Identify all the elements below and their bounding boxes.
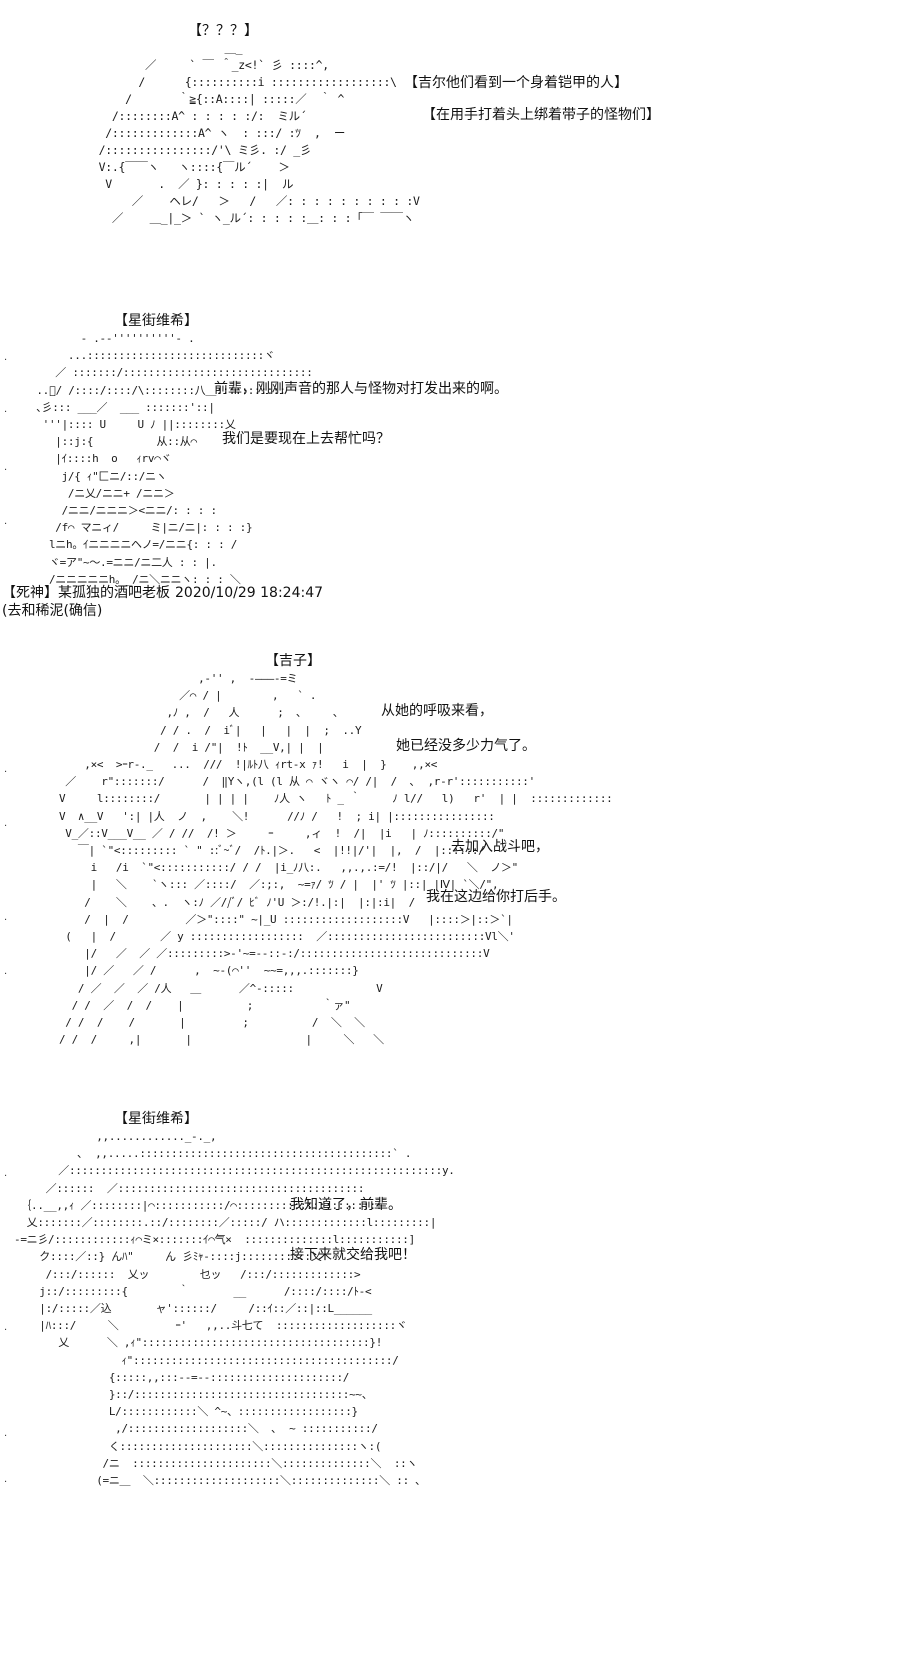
speaker-name-tag: 【星街维希】 (114, 313, 198, 329)
ascii-art-armored-figure: ＿_ ／ ` ￣ ＾_z<!` 彡 ::::^, / {::::::::::i … (98, 41, 420, 225)
margin-dot: . (4, 1428, 8, 1439)
speaker-name-tag: 【吉子】 (265, 653, 321, 669)
margin-dot: . (4, 912, 8, 923)
margin-dot: . (4, 462, 8, 473)
dialogue-line: 前辈，刚刚声音的那人与怪物对打发出来的啊。 (214, 381, 508, 397)
scene-4: 【星街维希】 ,,............_-._, ､ ,,.....::::… (0, 1100, 911, 1520)
margin-dot: . (4, 1322, 8, 1333)
margin-dot: . (4, 1474, 8, 1485)
scene-2: 【星街维希】 - .--''''''''''- . ...:::::::::::… (0, 300, 911, 590)
narration-caption: 【在用手打着头上绑着带子的怪物们】 (422, 107, 660, 123)
margin-dot: . (4, 764, 8, 775)
dialogue-line: 去加入战斗吧， (451, 839, 549, 855)
margin-dot: . (4, 352, 8, 363)
dialogue-line: 我知道了，前辈。 (290, 1197, 402, 1213)
margin-dot: . (4, 966, 8, 977)
speaker-name-tag: 【星街维希】 (114, 1111, 198, 1127)
margin-dot: . (4, 1168, 8, 1179)
dialogue-line: 我在这边给你打后手。 (426, 889, 566, 905)
post-author: 【死神】某孤独的酒吧老板 (2, 585, 170, 601)
thread-post: 【死神】某孤独的酒吧老板 2020/10/29 18:24:47 (去和稀泥(确… (0, 584, 400, 624)
speaker-name-tag: 【？？？】 (188, 23, 258, 39)
scene-1: 【？？？】 ＿_ ／ ` ￣ ＾_z<!` 彡 ::::^, / {::::::… (0, 0, 911, 260)
post-comment: (去和稀泥(确信) (2, 603, 103, 619)
ascii-art-kiriko: ,-'' , -―――-=ミ ／⌒ / | , ` . ,ﾉ , / 人 ; ､… (58, 672, 613, 1047)
narration-caption: 【吉尔他们看到一个身着铠甲的人】 (404, 75, 628, 91)
dialogue-line: 从她的呼吸来看， (381, 703, 493, 719)
margin-dot: . (4, 404, 8, 415)
scene-3: 【吉子】 ,-'' , -―――-=ミ ／⌒ / | , ` . ,ﾉ , / … (0, 640, 911, 1060)
ascii-art-hoshimachi-suisei: - .--''''''''''- . ...::::::::::::::::::… (36, 332, 313, 586)
dialogue-line: 接下来就交给我吧！ (290, 1247, 416, 1263)
dialogue-line: 她已经没多少力气了。 (396, 738, 536, 754)
ascii-art-hoshimachi-suisei: ,,............_-._, ､ ,,.....:::::::::::… (14, 1130, 455, 1488)
margin-dot: . (4, 516, 8, 527)
post-timestamp: 2020/10/29 18:24:47 (175, 585, 324, 601)
margin-dot: . (4, 818, 8, 829)
dialogue-line: 我们是要现在上去帮忙吗？ (222, 431, 390, 447)
